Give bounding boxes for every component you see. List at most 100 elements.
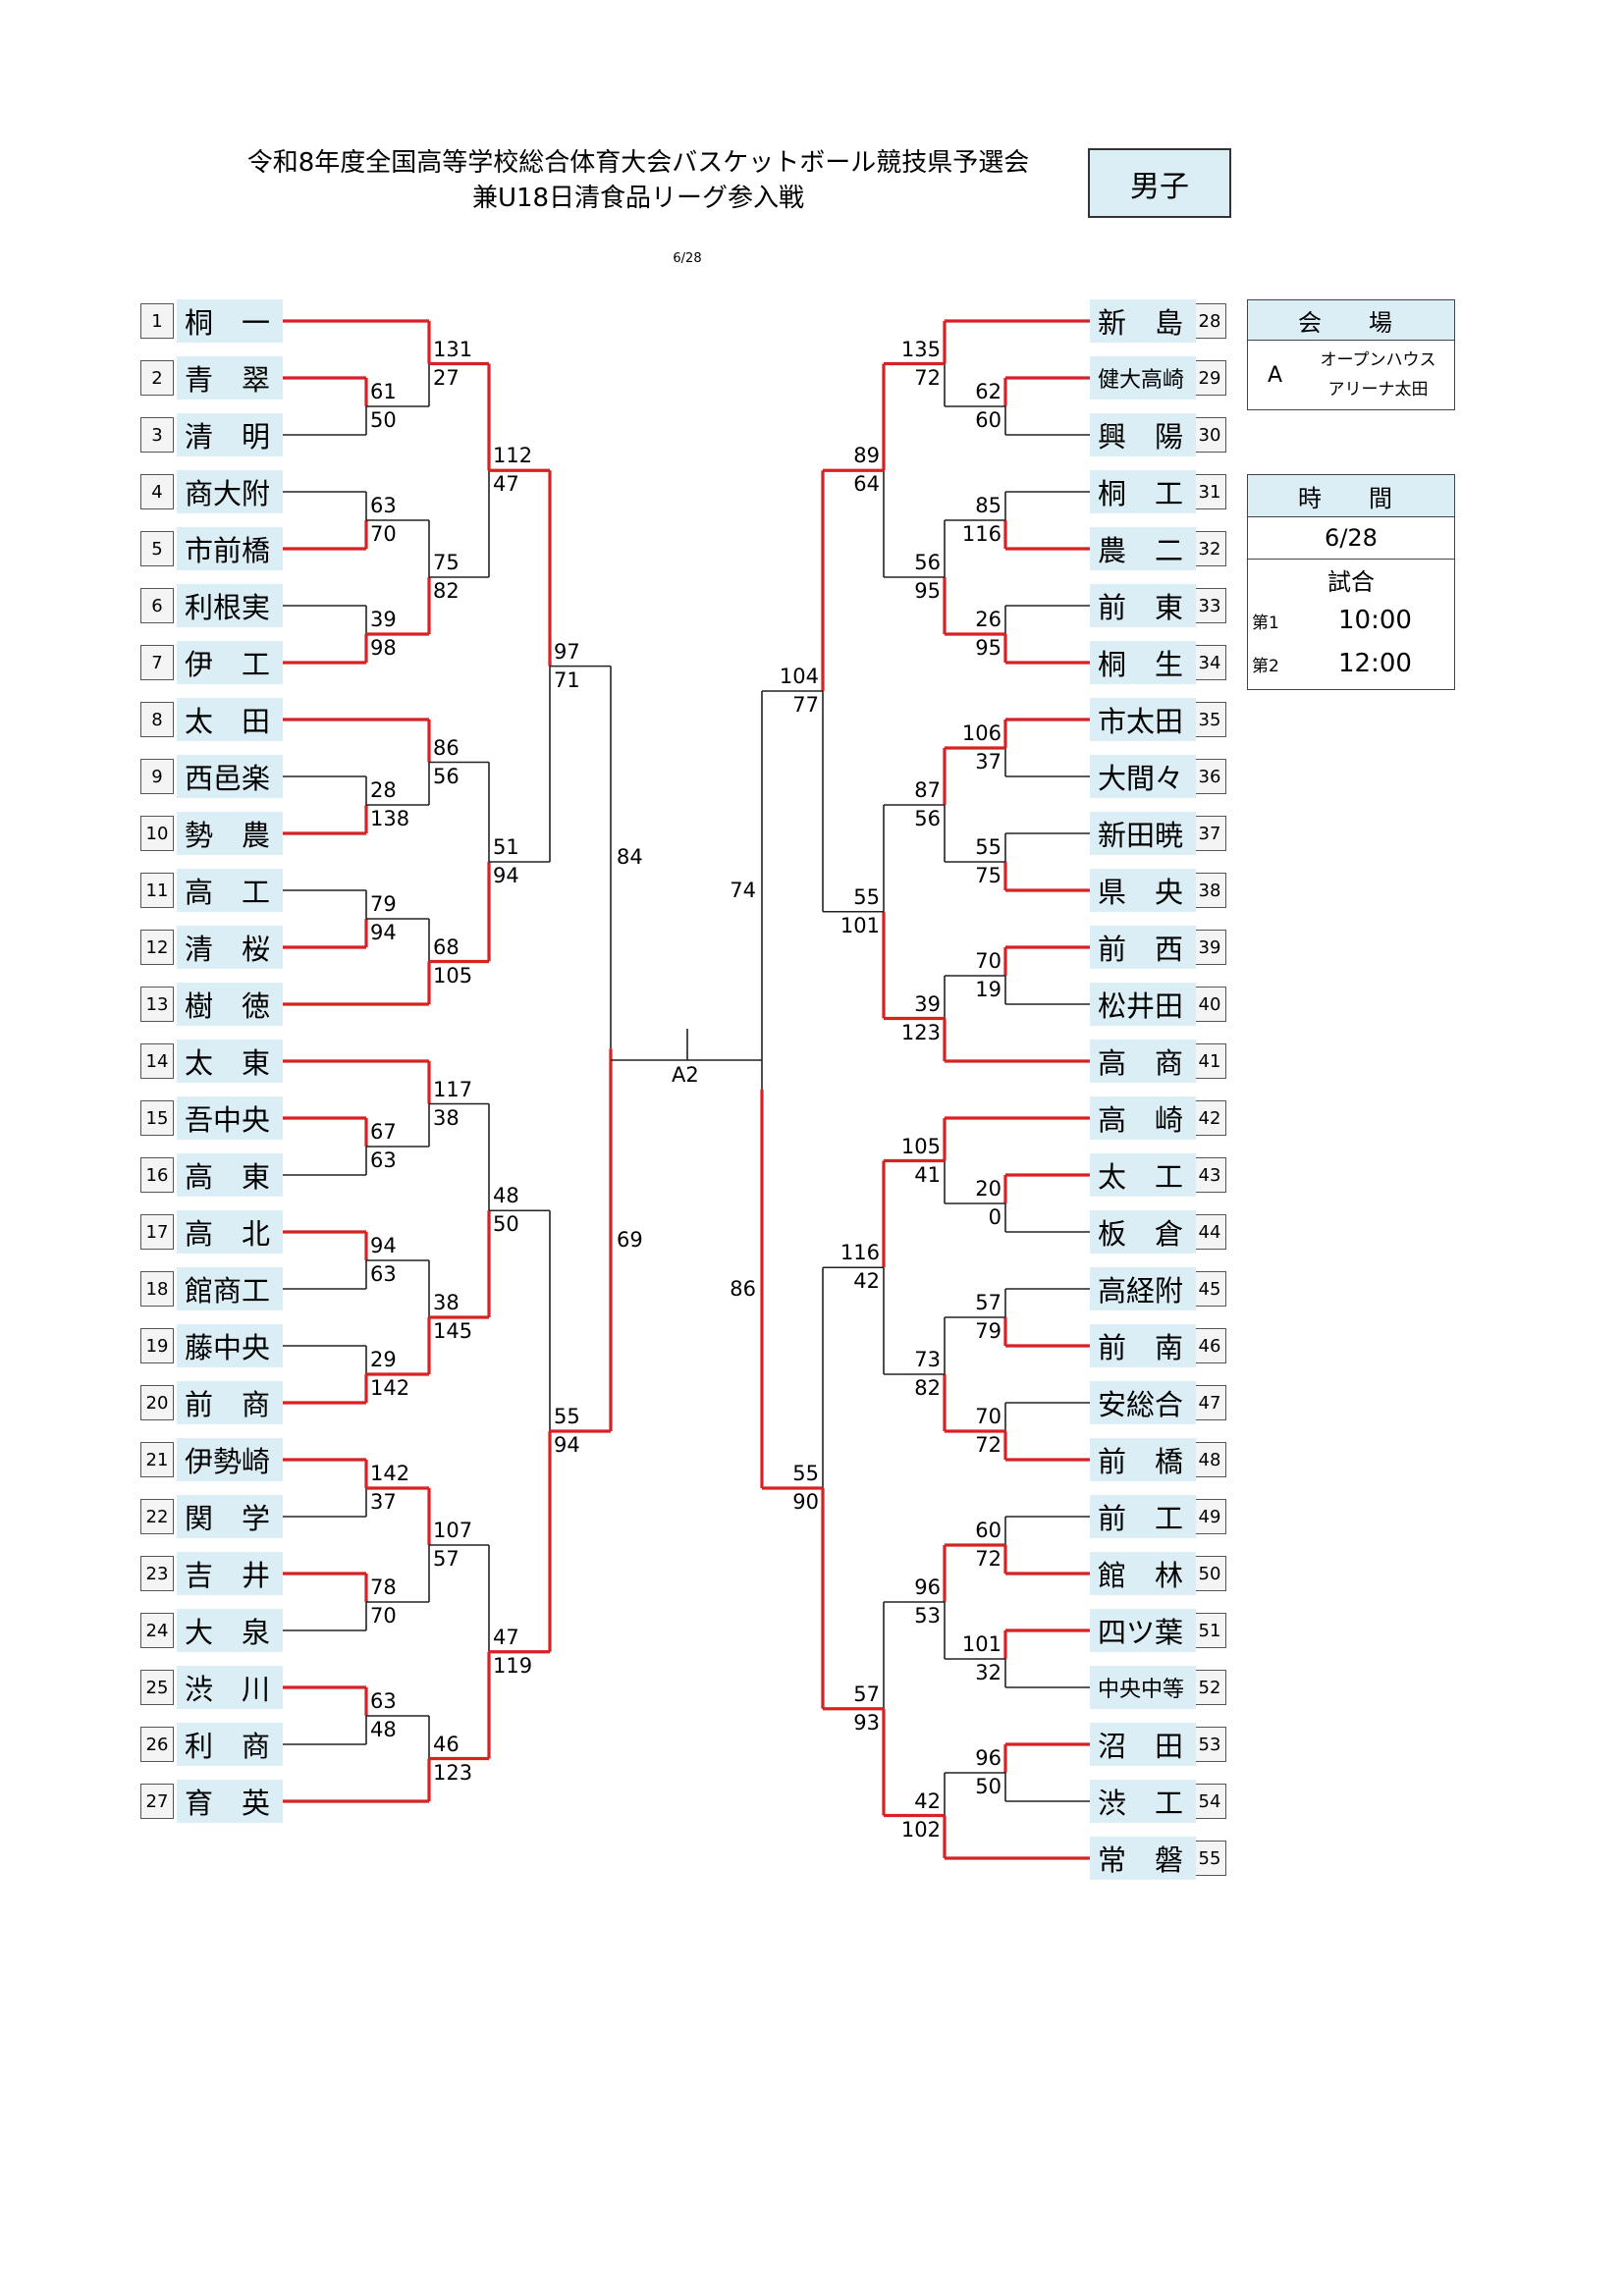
score-top: 20 <box>975 1177 1001 1201</box>
team-name: 西邑楽 <box>177 755 283 798</box>
team-name: 板 倉 <box>1090 1210 1196 1254</box>
team-name: 館 林 <box>1090 1552 1196 1595</box>
team-number: 50 <box>1193 1556 1226 1591</box>
score-top: 38 <box>433 1291 460 1314</box>
slot-2-label: 第2 <box>1252 656 1279 676</box>
score-top: 55 <box>975 835 1001 859</box>
team-name: 高 工 <box>177 869 283 912</box>
score-top: 117 <box>433 1077 473 1101</box>
score-bottom: 86 <box>730 1277 756 1301</box>
team-number: 8 <box>140 702 174 737</box>
score-bottom: 94 <box>493 864 519 887</box>
team-number: 30 <box>1193 417 1226 453</box>
score-bottom: 101 <box>839 913 880 937</box>
score-top: 131 <box>433 337 473 361</box>
score-top: 96 <box>914 1575 941 1599</box>
team-number: 4 <box>140 474 174 509</box>
score-top: 70 <box>975 949 1001 973</box>
score-top: 55 <box>554 1405 580 1428</box>
score-bottom: 142 <box>370 1376 410 1400</box>
score-bottom: 94 <box>370 921 397 944</box>
score-top: 61 <box>370 380 397 403</box>
score-bottom: 82 <box>433 579 460 603</box>
score-bottom: 63 <box>370 1262 397 1286</box>
score-bottom: 70 <box>370 522 397 546</box>
team-name: 青 翠 <box>177 356 283 400</box>
venue-heading: 会 場 <box>1248 300 1454 341</box>
team-name: 県 央 <box>1090 869 1196 912</box>
team-name: 前 商 <box>177 1381 283 1424</box>
team-name: 藤中央 <box>177 1324 283 1367</box>
score-top: 112 <box>493 444 533 468</box>
score-bottom: 105 <box>433 963 473 988</box>
team-number: 3 <box>140 417 174 453</box>
score-top: 142 <box>370 1462 410 1485</box>
team-name: 高経附 <box>1090 1267 1196 1310</box>
team-number: 39 <box>1193 930 1226 965</box>
venue-code: A <box>1267 362 1283 388</box>
score-top: 89 <box>853 444 880 468</box>
score-bottom: 102 <box>900 1817 941 1842</box>
score-top: 101 <box>961 1632 1001 1656</box>
score-top: 73 <box>914 1348 941 1371</box>
team-name: 渋 工 <box>1090 1780 1196 1823</box>
team-name: 新田暁 <box>1090 812 1196 855</box>
team-number: 26 <box>140 1727 174 1762</box>
team-number: 44 <box>1193 1214 1226 1250</box>
score-bottom: 79 <box>975 1319 1001 1343</box>
team-number: 40 <box>1193 987 1226 1022</box>
team-number: 23 <box>140 1556 174 1591</box>
team-number: 10 <box>140 816 174 851</box>
team-name: 前 工 <box>1090 1495 1196 1538</box>
team-name: 市太田 <box>1090 698 1196 741</box>
schedule-box: 時 間 6/28 試合 第1 10:00 第2 12:00 <box>1247 474 1455 690</box>
team-number: 24 <box>140 1613 174 1648</box>
team-name: 伊勢崎 <box>177 1438 283 1481</box>
team-number: 49 <box>1193 1499 1226 1534</box>
slot-1-time: 10:00 <box>1338 606 1412 635</box>
score-top: 68 <box>433 934 460 959</box>
score-top: 84 <box>617 845 643 870</box>
score-top: 55 <box>853 884 880 909</box>
team-name: 前 南 <box>1090 1324 1196 1367</box>
team-number: 32 <box>1193 531 1226 566</box>
gender-badge: 男子 <box>1088 148 1231 218</box>
team-name: 桐 一 <box>177 299 283 343</box>
team-name: 前 西 <box>1090 926 1196 969</box>
score-bottom: 77 <box>792 693 819 717</box>
score-bottom: 116 <box>961 522 1001 546</box>
tournament-title: 令和8年度全国高等学校総合体育大会バスケットボール競技県予選会 <box>246 148 1030 178</box>
team-number: 11 <box>140 873 174 908</box>
score-top: 94 <box>370 1234 397 1257</box>
score-bottom: 69 <box>617 1228 643 1253</box>
team-name: 松井田 <box>1090 983 1196 1026</box>
score-bottom: 56 <box>433 764 460 788</box>
score-top: 85 <box>975 494 1001 517</box>
team-name: 関 学 <box>177 1495 283 1538</box>
score-top: 60 <box>975 1519 1001 1542</box>
score-top: 63 <box>370 494 397 517</box>
team-name: 育 英 <box>177 1780 283 1823</box>
team-number: 16 <box>140 1157 174 1193</box>
score-bottom: 37 <box>370 1490 397 1514</box>
team-number: 22 <box>140 1499 174 1534</box>
team-name: 大間々 <box>1090 755 1196 798</box>
score-bottom: 98 <box>370 636 397 660</box>
score-bottom: 50 <box>370 408 397 432</box>
team-name: 四ツ葉 <box>1090 1609 1196 1652</box>
team-name: 高 東 <box>177 1153 283 1197</box>
team-name: 前 橋 <box>1090 1438 1196 1481</box>
score-top: 86 <box>433 735 460 760</box>
team-name: 健大高崎 <box>1090 356 1196 400</box>
team-number: 38 <box>1193 873 1226 908</box>
score-bottom: 72 <box>975 1547 1001 1571</box>
score-top: 135 <box>900 337 941 361</box>
final-court-label: A2 <box>672 1063 699 1087</box>
score-bottom: 47 <box>493 472 519 497</box>
team-name: 清 明 <box>177 413 283 456</box>
venue-name-line2: アリーナ太田 <box>1327 380 1429 400</box>
team-name: 高 商 <box>1090 1040 1196 1083</box>
venue-name-line1: オープンハウス <box>1320 350 1436 370</box>
team-name: 興 陽 <box>1090 413 1196 456</box>
team-name: 市前橋 <box>177 527 283 570</box>
